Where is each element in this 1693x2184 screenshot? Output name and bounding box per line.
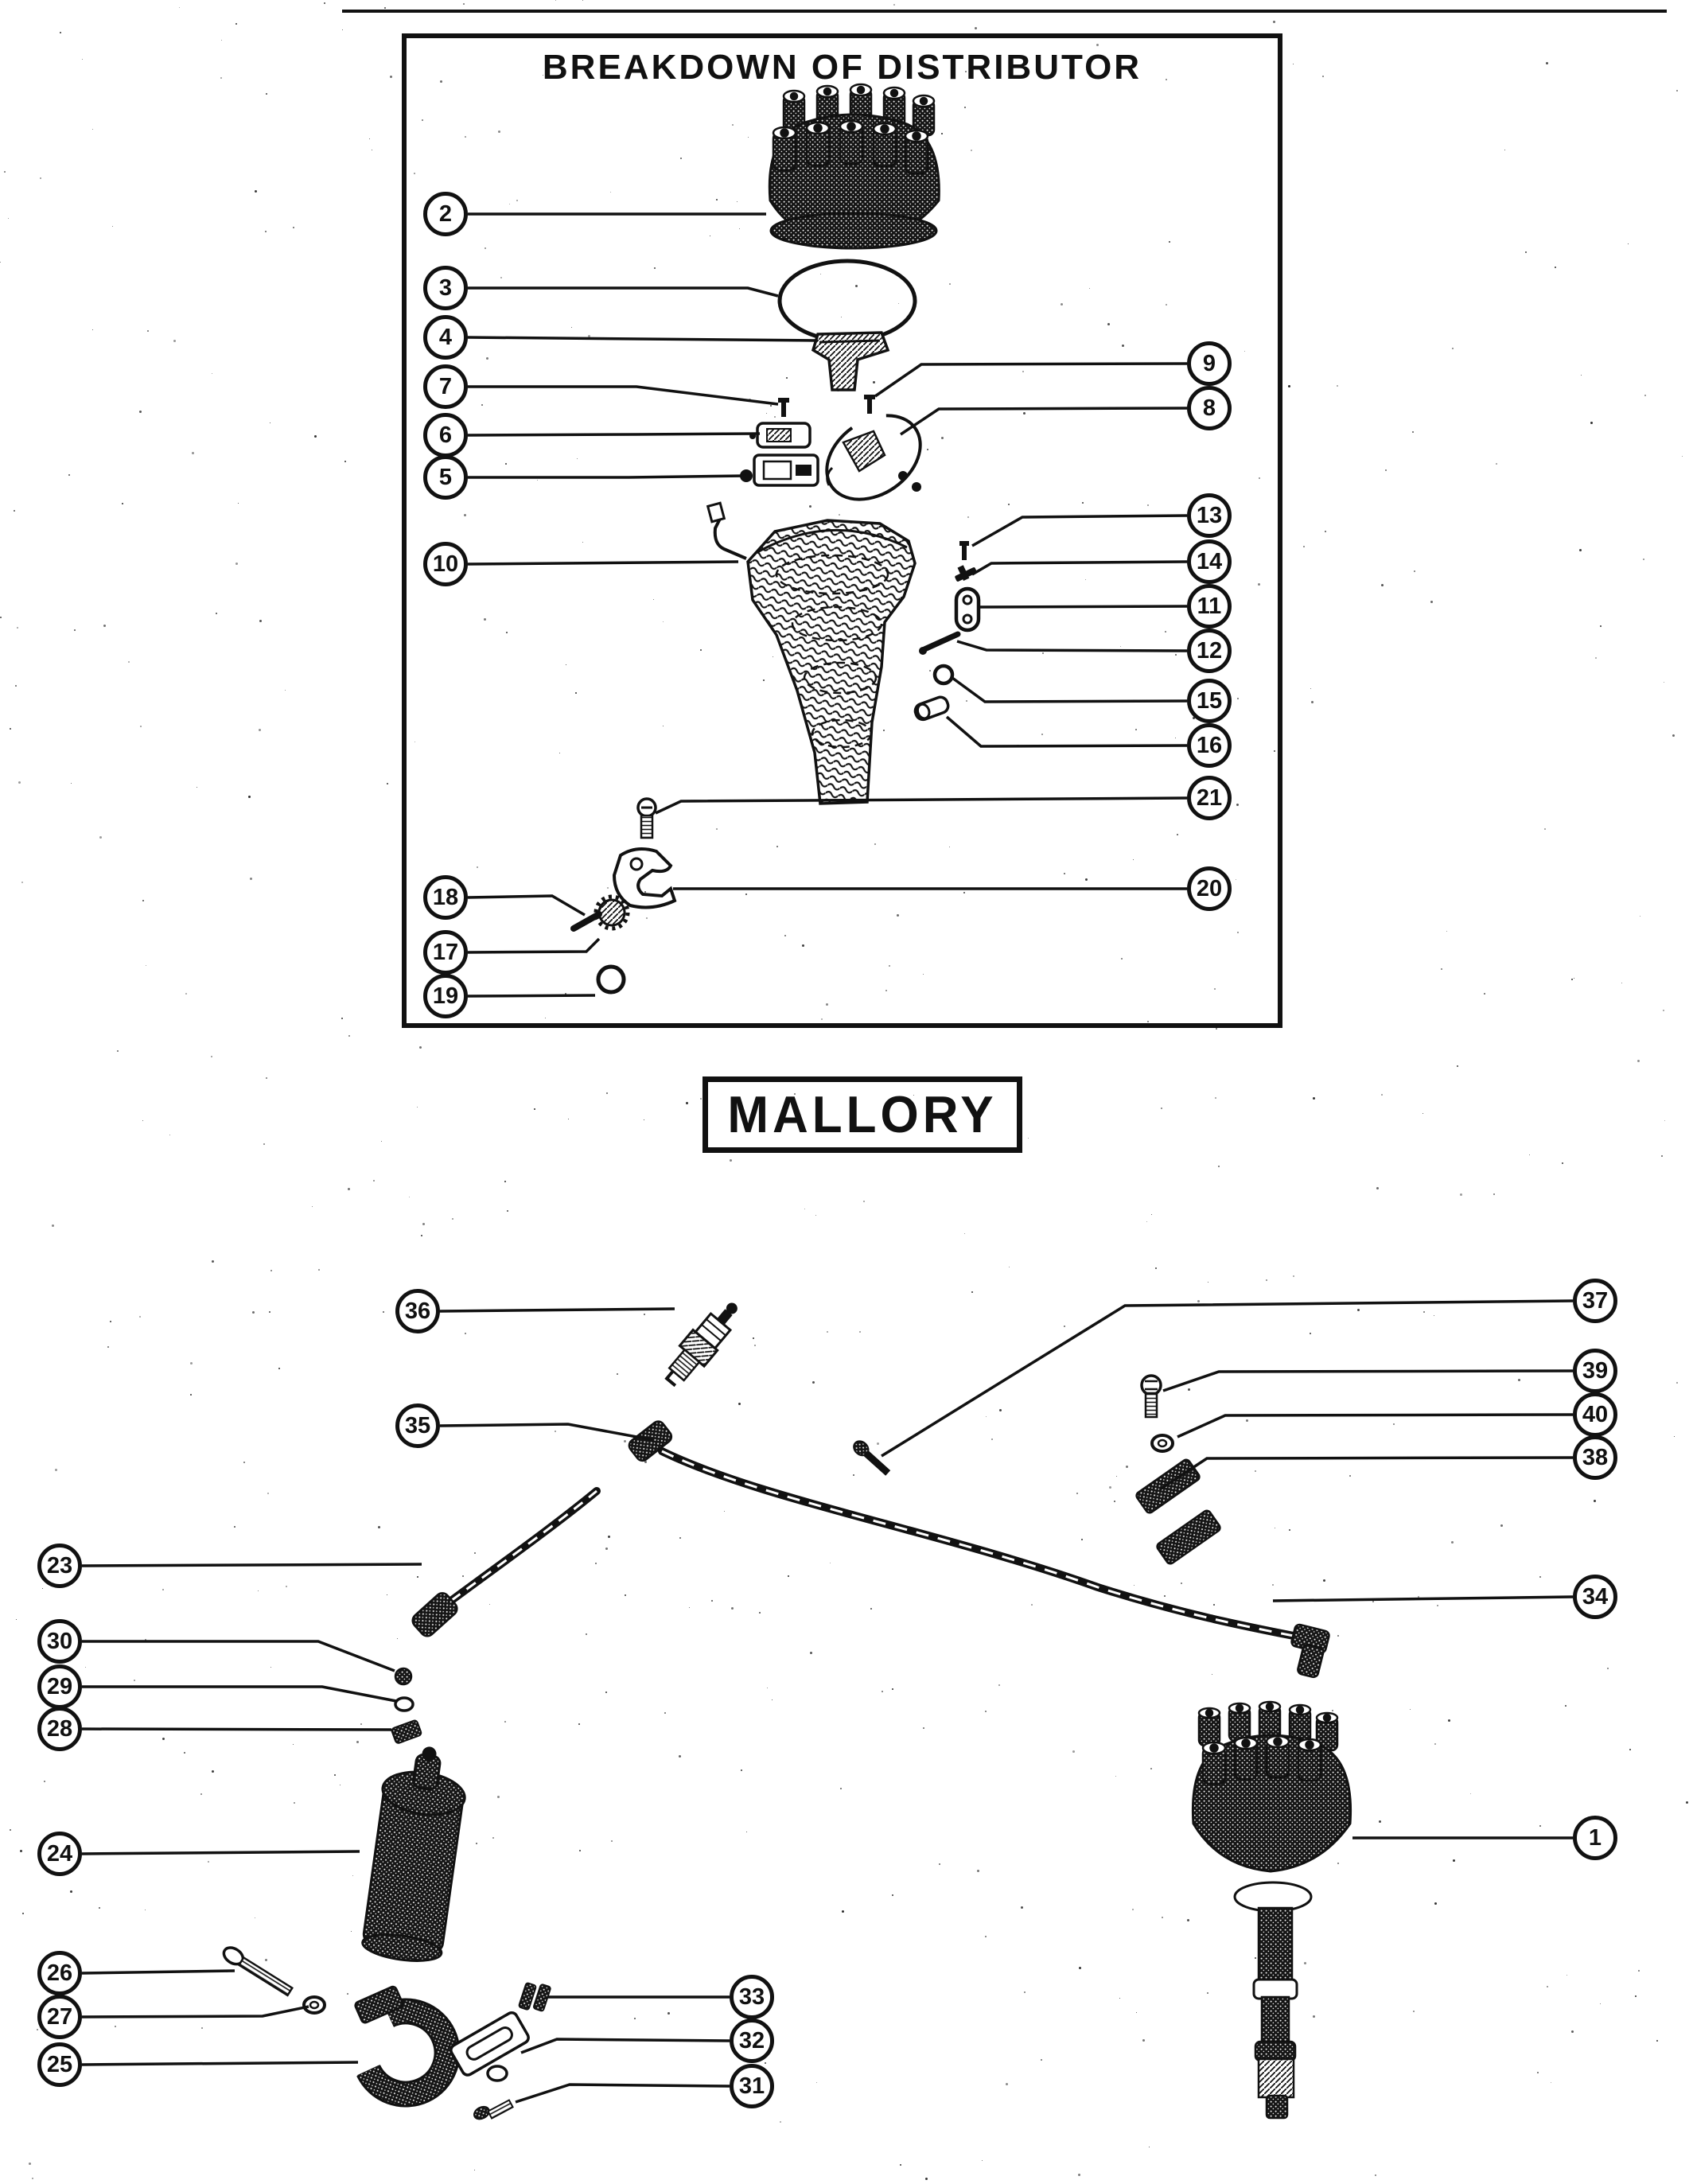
callout-32: 32 <box>730 2019 774 2063</box>
callout-25: 25 <box>37 2042 82 2087</box>
callout-2: 2 <box>423 192 468 236</box>
callout-9: 9 <box>1187 341 1232 386</box>
callout-37: 37 <box>1573 1279 1617 1323</box>
callout-26: 26 <box>37 1951 82 1995</box>
callout-13: 13 <box>1187 493 1232 538</box>
callout-27: 27 <box>37 1995 82 2039</box>
breaker-screws <box>778 395 875 417</box>
scan-edge-line <box>342 10 1667 13</box>
callout-12: 12 <box>1187 629 1232 673</box>
callout-11: 11 <box>1187 584 1232 629</box>
rotor-part <box>811 331 890 391</box>
callout-34: 34 <box>1573 1575 1617 1619</box>
callout-21: 21 <box>1187 776 1232 820</box>
distributor-cap-part <box>768 83 940 250</box>
coil-clamp-part <box>351 1985 461 2108</box>
advance-arm-part <box>612 847 677 909</box>
breaker-plate-part <box>825 414 922 501</box>
bracket-screw-part <box>473 2099 514 2120</box>
ignition-coil-part <box>361 1746 466 1962</box>
callout-36: 36 <box>395 1289 440 1333</box>
plug-wire-part <box>411 1487 601 1637</box>
callout-10: 10 <box>423 542 468 586</box>
callout-18: 18 <box>423 875 468 920</box>
callout-4: 4 <box>423 315 468 360</box>
callout-5: 5 <box>423 455 468 500</box>
callout-29: 29 <box>37 1664 82 1709</box>
callout-38: 38 <box>1573 1435 1617 1480</box>
lock-washer-part <box>1150 1434 1174 1453</box>
terminal-screw-part <box>853 1440 891 1476</box>
callout-39: 39 <box>1573 1349 1617 1393</box>
clamp-washer-part <box>302 1995 326 2015</box>
callout-3: 3 <box>423 266 468 310</box>
callout-15: 15 <box>1187 679 1232 723</box>
callout-33: 33 <box>730 1975 774 2019</box>
coil-wire-boot <box>628 1420 673 1462</box>
breaker-bolt-part <box>1140 1374 1162 1419</box>
callout-1: 1 <box>1573 1816 1617 1860</box>
callout-20: 20 <box>1187 866 1232 911</box>
cam-bolt-part <box>636 797 657 839</box>
callout-35: 35 <box>395 1403 440 1448</box>
brand-plate: MALLORY <box>702 1076 1022 1153</box>
callout-14: 14 <box>1187 539 1232 584</box>
callout-17: 17 <box>423 930 468 975</box>
callout-24: 24 <box>37 1832 82 1876</box>
spark-plug-part <box>664 1302 738 1388</box>
callout-6: 6 <box>423 413 468 457</box>
distributor-assembly-part <box>1191 1700 1352 2120</box>
bracket-washer-part <box>486 2065 508 2082</box>
callout-30: 30 <box>37 1619 82 1664</box>
distributor-housing-part <box>706 501 917 805</box>
clamp-screw-part <box>222 1946 294 1997</box>
coil-to-distributor-wire <box>658 1447 1330 1679</box>
contact-points-part <box>740 454 819 487</box>
callout-19: 19 <box>423 974 468 1018</box>
panel-title: BREAKDOWN OF DISTRIBUTOR <box>542 48 1142 87</box>
shaft-oring-part <box>596 964 626 995</box>
callout-16: 16 <box>1187 723 1232 768</box>
housing-small-parts <box>913 541 981 722</box>
distributor-breakdown-panel <box>402 33 1282 1028</box>
callout-31: 31 <box>730 2064 774 2108</box>
coil-terminal-hardware <box>391 1667 422 1744</box>
callout-8: 8 <box>1187 386 1232 430</box>
callout-23: 23 <box>37 1544 82 1588</box>
clamp-bracket-part <box>450 2011 530 2077</box>
clip-nut-part <box>518 1982 551 2012</box>
drive-gear-part <box>570 894 630 932</box>
callout-7: 7 <box>423 364 468 409</box>
callout-40: 40 <box>1573 1392 1617 1437</box>
callout-28: 28 <box>37 1707 82 1751</box>
condenser-part <box>749 422 811 449</box>
brand-logo-text: MALLORY <box>727 1085 998 1144</box>
